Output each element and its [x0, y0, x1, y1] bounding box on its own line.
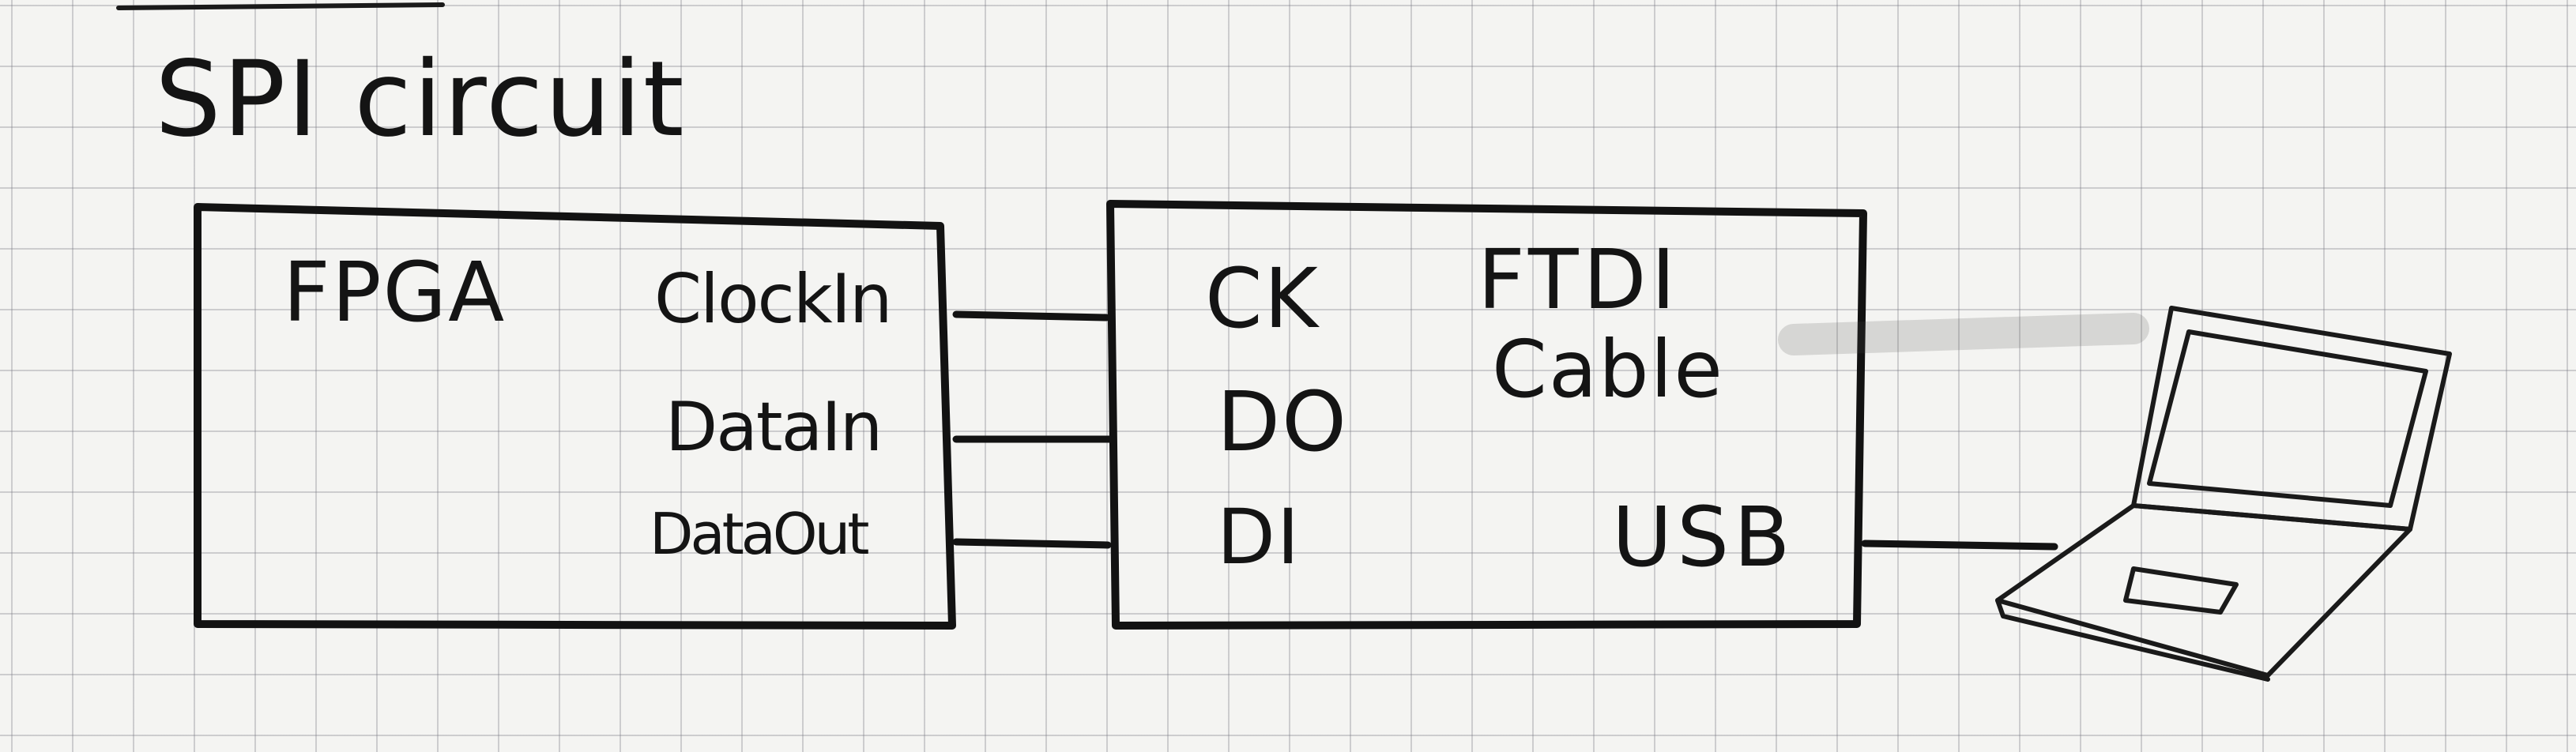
fpga-pin-clockin: ClockIn [654, 260, 893, 339]
usb-wire [1861, 540, 2058, 551]
fpga-label: FPGA [283, 244, 507, 340]
clock-wire [952, 310, 1110, 321]
ftdi-pin-do: DO [1217, 374, 1348, 470]
laptop-base-edge [1995, 598, 2270, 682]
fpga-box [194, 203, 956, 630]
fpga-pin-dataout: DataOut [650, 501, 869, 567]
pencil-smudge [1778, 313, 2149, 355]
laptop-icon [1995, 306, 2452, 682]
laptop-screen [2147, 329, 2428, 508]
ftdi-label: FTDI [1478, 231, 1681, 328]
laptop-base [1995, 503, 2412, 678]
usb-label: USB [1612, 489, 1795, 585]
top-edge-stroke [116, 2, 445, 10]
ftdi-pin-di: DI [1217, 493, 1301, 581]
fpga-pin-datain: DataIn [665, 388, 883, 467]
data-out-wire [952, 538, 1112, 549]
diagram-title: SPI circuit [155, 39, 686, 160]
laptop-trackpad [2123, 566, 2239, 615]
ftdi-pin-ck: CK [1205, 250, 1320, 347]
ftdi-box [1106, 200, 1867, 630]
ftdi-cable-label: Cable [1492, 323, 1724, 415]
